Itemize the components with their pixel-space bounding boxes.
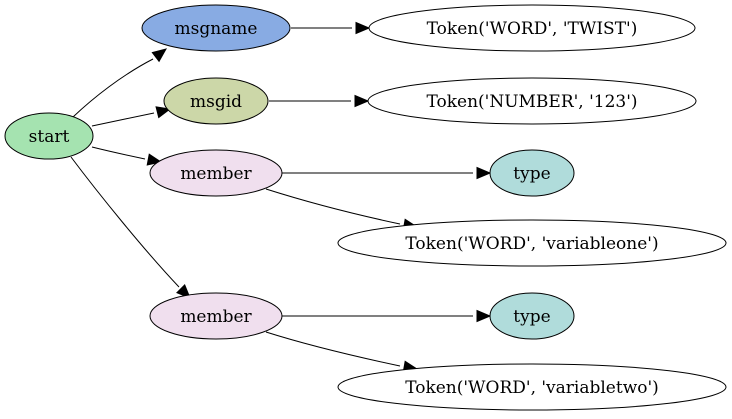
node-label: Token('WORD', 'variabletwo') bbox=[405, 378, 659, 398]
node-tok_twist: Token('WORD', 'TWIST') bbox=[368, 4, 696, 52]
edge-start-to-member2 bbox=[70, 156, 191, 299]
node-ellipse bbox=[337, 219, 727, 267]
node-label: start bbox=[29, 127, 70, 147]
node-label: msgname bbox=[175, 19, 258, 39]
node-label: member bbox=[180, 164, 252, 184]
edges-layer bbox=[70, 21, 492, 373]
edge-member2-to-type2 bbox=[281, 309, 492, 323]
arrowhead bbox=[476, 166, 492, 180]
edge-line bbox=[265, 188, 401, 225]
node-member1: member bbox=[149, 149, 283, 197]
arrowhead bbox=[155, 106, 172, 119]
node-label: member bbox=[180, 307, 252, 327]
edge-start-to-member1 bbox=[91, 146, 163, 166]
node-label: type bbox=[513, 164, 550, 184]
node-tok_var2: Token('WORD', 'variabletwo') bbox=[337, 363, 727, 411]
edge-member2-to-tok_var2 bbox=[265, 331, 419, 373]
node-ellipse bbox=[163, 77, 269, 125]
edge-line bbox=[91, 146, 146, 160]
node-type1: type bbox=[489, 149, 575, 197]
arrowhead bbox=[476, 309, 492, 323]
node-ellipse bbox=[337, 363, 727, 411]
node-msgname: msgname bbox=[141, 4, 291, 52]
node-label: Token('WORD', 'TWIST') bbox=[427, 19, 638, 39]
node-ellipse bbox=[489, 292, 575, 340]
edge-msgid-to-tok_123 bbox=[268, 94, 370, 108]
arrowhead bbox=[176, 284, 191, 299]
arrowhead bbox=[354, 94, 370, 108]
node-label: msgid bbox=[190, 92, 242, 112]
node-member2: member bbox=[149, 292, 283, 340]
arrowhead bbox=[151, 48, 168, 63]
node-msgid: msgid bbox=[163, 77, 269, 125]
edge-start-to-msgid bbox=[91, 106, 172, 127]
node-ellipse bbox=[4, 112, 94, 160]
node-label: type bbox=[513, 307, 550, 327]
node-ellipse bbox=[141, 4, 291, 52]
nodes-layer: startmsgnamemsgidmembermemberToken('WORD… bbox=[4, 4, 727, 411]
node-label: Token('NUMBER', '123') bbox=[426, 92, 637, 112]
node-ellipse bbox=[149, 149, 283, 197]
node-tok_123: Token('NUMBER', '123') bbox=[367, 77, 697, 125]
edge-member1-to-tok_var1 bbox=[265, 188, 419, 231]
node-start: start bbox=[4, 112, 94, 160]
node-ellipse bbox=[149, 292, 283, 340]
edge-member1-to-type1 bbox=[282, 166, 492, 180]
node-ellipse bbox=[367, 77, 697, 125]
edge-start-to-msgname bbox=[72, 48, 168, 118]
node-tok_var1: Token('WORD', 'variableone') bbox=[337, 219, 727, 267]
node-label: Token('WORD', 'variableone') bbox=[405, 234, 658, 254]
edge-line bbox=[265, 331, 401, 367]
node-type2: type bbox=[489, 292, 575, 340]
node-ellipse bbox=[368, 4, 696, 52]
edge-line bbox=[91, 112, 155, 127]
arrowhead bbox=[355, 21, 371, 35]
edge-msgname-to-tok_twist bbox=[291, 21, 371, 35]
node-ellipse bbox=[489, 149, 575, 197]
edge-line bbox=[72, 58, 154, 118]
edge-line bbox=[70, 156, 180, 288]
